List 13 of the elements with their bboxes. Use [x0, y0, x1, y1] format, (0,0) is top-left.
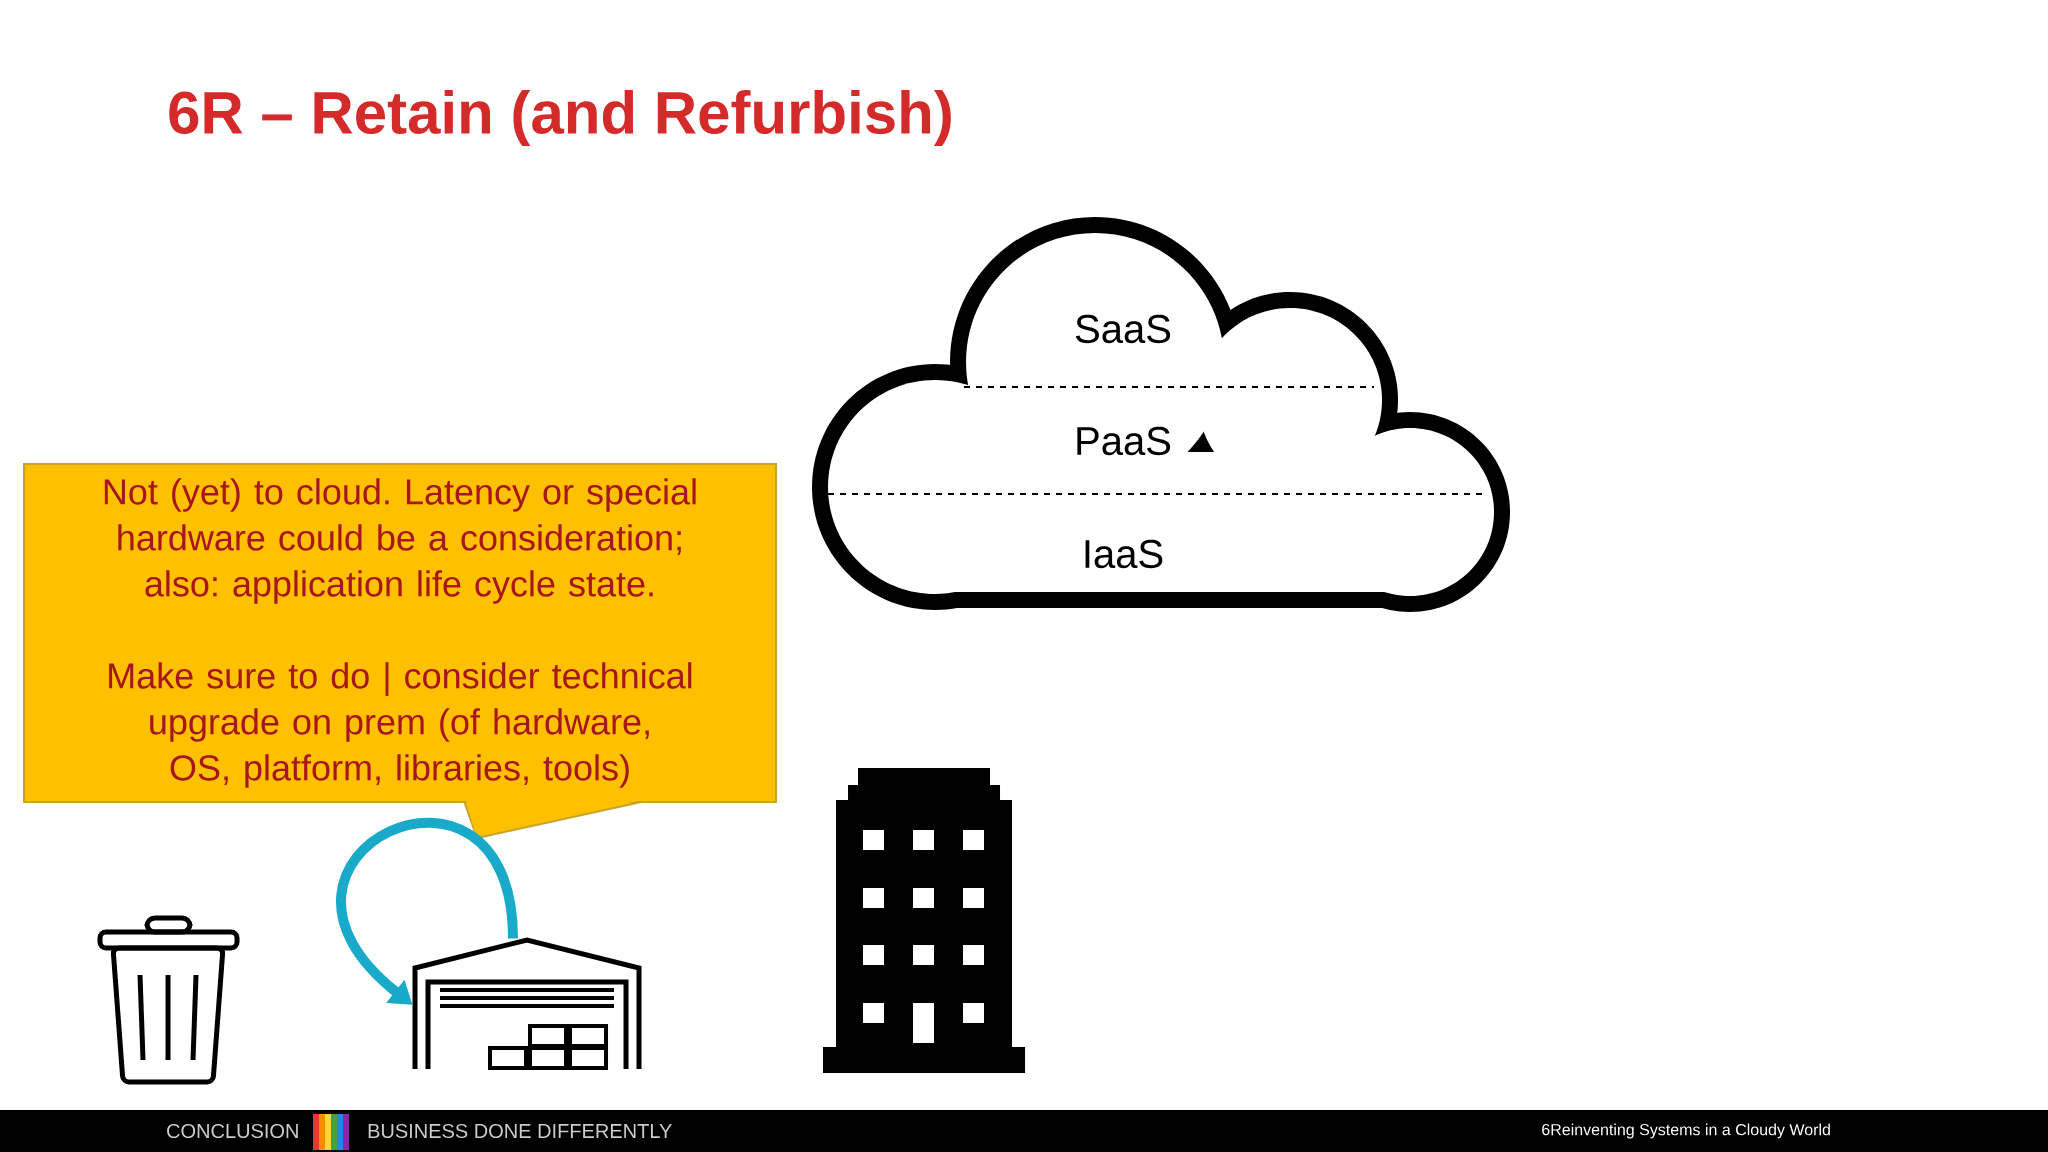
cloud-drawing — [812, 217, 1510, 612]
layer-label: PaaS — [1077, 426, 1171, 456]
office-building-icon — [823, 768, 1025, 1073]
speech-bubble: Not (yet) to cloud. Latency or special hardware could be a consideration; also: application life cycle state. Make sure to do | consider technical upgrade on prem (of hardware, OS, platform, libraries, tools) — [23, 463, 777, 840]
layer-label: SaaS — [1075, 314, 1171, 344]
warehouse-icon — [412, 937, 642, 1070]
footer-section: CONCLUSION — [167, 1123, 298, 1139]
layer-label: IaaS — [1085, 539, 1163, 569]
footer-title: 6Reinventing Systems in a Cloudy World — [1542, 1123, 1830, 1139]
title: 6R – Retain (and Refurbish) — [169, 90, 951, 146]
footer-tagline: BUSINESS DONE DIFFERENTLY — [368, 1123, 672, 1139]
trash-bin-icon — [97, 915, 240, 1085]
curved-arrow — [336, 818, 518, 1005]
